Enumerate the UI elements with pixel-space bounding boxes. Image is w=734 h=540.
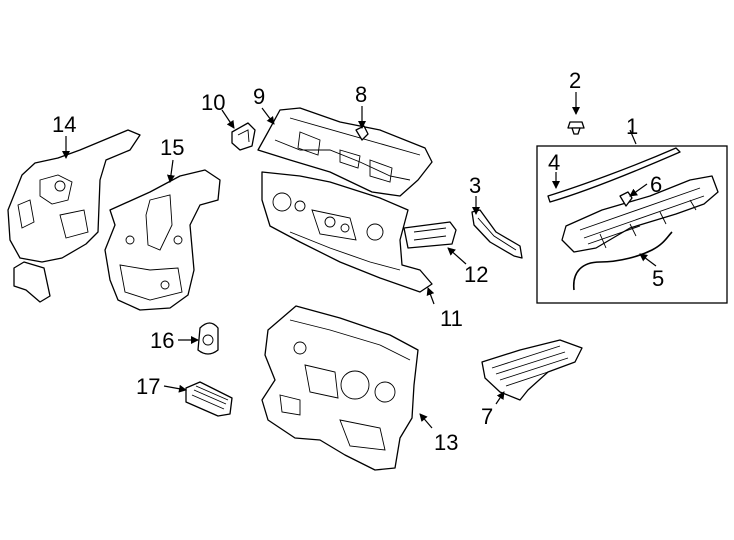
- assembly-box: [536, 145, 728, 304]
- part-13-dash-panel: [261, 305, 419, 471]
- part-12-pad: [403, 221, 457, 249]
- part-15-center-insulator: [104, 169, 221, 311]
- part-7-cowl-tray: [481, 339, 583, 401]
- callout-12: 12: [464, 262, 488, 287]
- callout-17: 17: [136, 374, 160, 399]
- callout-5: 5: [652, 266, 664, 291]
- callout-13: 13: [434, 430, 458, 455]
- part-14-left-insulator: [7, 129, 141, 303]
- part-11-dash-insulator: [261, 171, 433, 293]
- callout-14: 14: [52, 112, 76, 137]
- callout-1: 1: [626, 114, 638, 139]
- callout-16: 16: [150, 328, 174, 353]
- part-2-fastener: [567, 121, 585, 135]
- callout-3: 3: [469, 173, 481, 198]
- callout-15: 15: [160, 135, 184, 160]
- callout-8: 8: [355, 82, 367, 107]
- part-4-molding: [547, 147, 681, 203]
- part-10-bracket: [231, 122, 256, 151]
- part-17-grille: [185, 381, 233, 417]
- part-5-hose: [573, 231, 673, 291]
- callout-11: 11: [440, 306, 463, 331]
- part-3-rail: [471, 209, 523, 259]
- leader-lines: [62, 92, 657, 429]
- callout-10: 10: [201, 90, 225, 115]
- callout-7: 7: [481, 404, 493, 429]
- callout-9: 9: [253, 84, 265, 109]
- callout-4: 4: [548, 150, 560, 175]
- part-9-cowl-panel: [257, 107, 433, 197]
- part-6-clip: [619, 191, 633, 207]
- part-1-cowl-grille: [561, 175, 719, 253]
- callout-2: 2: [569, 68, 581, 93]
- part-16-grommet: [197, 322, 219, 355]
- callout-6: 6: [650, 172, 662, 197]
- callout-labels: 1 2 3 4 5 6 7 8 9 10 11 12 13 14 15 16 1…: [52, 68, 664, 455]
